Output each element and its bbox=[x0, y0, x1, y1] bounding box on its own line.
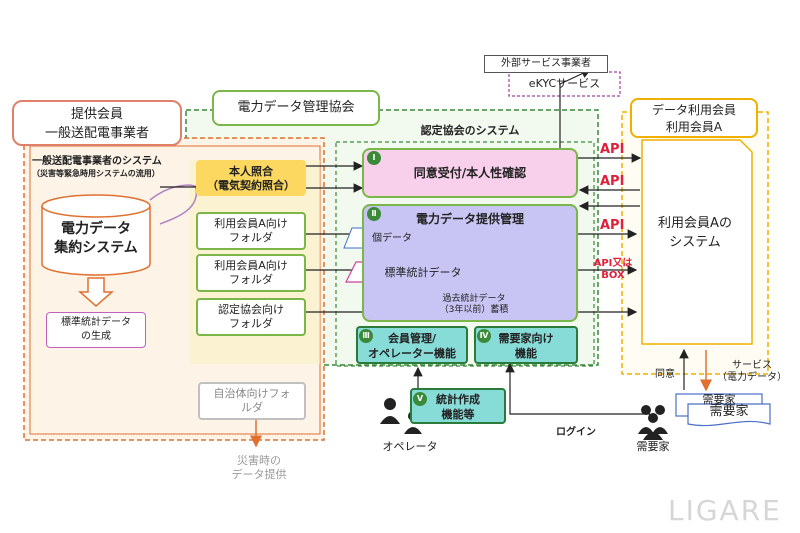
consumer-card-front-label: 需要家 bbox=[709, 404, 749, 419]
member-mgmt-line2: オペレーター機能 bbox=[368, 347, 456, 360]
folder-identity-line2: （電気契約照合） bbox=[207, 179, 295, 192]
api-or-box-line1: API又は bbox=[593, 258, 633, 269]
supplier-system-line2: （災害等緊急時用システムの流用） bbox=[32, 169, 160, 178]
past-data-label: 過去統計データ （3年以前）蓄積 bbox=[404, 294, 544, 316]
supplier-system-line1: 一般送配電事業者のシステム bbox=[32, 156, 162, 167]
disaster-line2: データ提供 bbox=[231, 468, 287, 481]
past-line2: （3年以前）蓄積 bbox=[439, 305, 509, 315]
supplier-title-line2: 一般送配電事業者 bbox=[44, 126, 149, 141]
roman-3: Ⅲ bbox=[359, 329, 373, 343]
association-system-frame bbox=[335, 141, 595, 367]
roman-4: Ⅳ bbox=[477, 329, 491, 343]
external-vendor-label: 外部サービス事業者 bbox=[484, 55, 608, 73]
roman-1: Ⅰ bbox=[367, 151, 381, 165]
consent-box: 同意受付/本人性確認 bbox=[362, 148, 578, 198]
folder-association: 認定協会向け フォルダ bbox=[196, 298, 306, 336]
user-system-label: 利用会員Aの システム bbox=[642, 214, 748, 252]
folder-local-gov: 自治体向けフォ ルダ bbox=[198, 382, 306, 420]
folder-member-a-1: 利用会員A向け フォルダ bbox=[196, 212, 306, 250]
consumer-func-line1: 需要家向け bbox=[498, 332, 554, 345]
consumer-label: 需要家 bbox=[636, 440, 670, 453]
operator-label: オペレータ bbox=[382, 440, 438, 453]
service-line2: （電力データ） bbox=[717, 372, 787, 383]
down-arrow-icon bbox=[78, 277, 114, 307]
consent-text: 同意受付/本人性確認 bbox=[413, 166, 527, 180]
user-title-line2: 利用会員A bbox=[665, 120, 723, 134]
external-vendor-text: 外部サービス事業者 bbox=[501, 58, 591, 69]
individual-data-label: 個データ bbox=[372, 233, 412, 244]
people-icon bbox=[638, 405, 668, 440]
service-label: サービス （電力データ） bbox=[712, 360, 792, 384]
api-label-2: API bbox=[600, 174, 625, 189]
ekyc-label: eKYCサービス bbox=[528, 77, 601, 90]
user-system-doc bbox=[641, 139, 753, 345]
association-system-title: 認定協会のシステム bbox=[420, 124, 520, 137]
user-title-line1: データ利用会員 bbox=[651, 103, 736, 117]
folder-assoc-line1: 認定協会向け bbox=[218, 303, 284, 316]
folder-assoc-line2: フォルダ bbox=[229, 317, 273, 330]
folder-a2-line1: 利用会員A向け bbox=[214, 259, 288, 272]
roman-5: Ⅴ bbox=[413, 392, 427, 406]
consumer-card-front bbox=[687, 403, 771, 427]
user-system-line2: システム bbox=[669, 235, 721, 250]
folder-member-a-2: 利用会員A向け フォルダ bbox=[196, 254, 306, 292]
standard-data-label: 標準統計データ bbox=[384, 266, 462, 279]
folder-a1-line2: フォルダ bbox=[229, 231, 273, 244]
folder-a1-line1: 利用会員A向け bbox=[214, 217, 288, 230]
stats-line1: 統計作成 bbox=[436, 393, 480, 406]
watermark: LIGARE bbox=[668, 494, 782, 527]
member-mgmt-box: 会員管理/ オペレーター機能 bbox=[356, 326, 468, 364]
provision-box: 電力データ提供管理 bbox=[362, 204, 578, 322]
folder-a2-line2: フォルダ bbox=[229, 273, 273, 286]
api-or-box-label: API又は BOX bbox=[586, 258, 640, 282]
disaster-line1: 災害時の bbox=[237, 454, 281, 467]
consent-label: 同意 bbox=[655, 369, 675, 380]
stats-box: 統計作成 機能等 bbox=[410, 388, 506, 424]
user-title: データ利用会員 利用会員A bbox=[630, 98, 758, 138]
user-system-line1: 利用会員Aの bbox=[658, 216, 732, 231]
association-title: 電力データ管理協会 bbox=[212, 90, 380, 126]
ekyc-frame bbox=[508, 71, 621, 97]
disaster-label: 災害時の データ提供 bbox=[214, 454, 304, 482]
roman-2: Ⅱ bbox=[367, 207, 381, 221]
supplier-title-line1: 提供会員 bbox=[70, 107, 123, 122]
database-icon bbox=[41, 194, 151, 276]
consumer-func-box: 需要家向け 機能 bbox=[474, 326, 578, 364]
api-or-box-line2: BOX bbox=[601, 270, 625, 281]
std-stats-line1: 標準統計データ bbox=[61, 317, 131, 328]
folder-identity-line1: 本人照合 bbox=[229, 165, 273, 178]
api-label-1: API bbox=[600, 142, 625, 157]
folder-identity: 本人照合 （電気契約照合） bbox=[196, 160, 306, 196]
association-title-text: 電力データ管理協会 bbox=[237, 100, 355, 115]
past-line1: 過去統計データ bbox=[442, 294, 506, 304]
supplier-system-label: 一般送配電事業者のシステム （災害等緊急時用システムの流用） bbox=[32, 156, 202, 179]
api-label-3: API bbox=[600, 218, 625, 233]
consumer-func-line2: 機能 bbox=[515, 347, 537, 360]
consumer-card-back-label: 需要家 bbox=[702, 393, 736, 406]
folder-local-line1: 自治体向けフォ bbox=[213, 387, 291, 400]
database-line1: 電力データ bbox=[61, 221, 131, 237]
supplier-title: 提供会員 一般送配電事業者 bbox=[12, 100, 182, 146]
database-label: 電力データ 集約システム bbox=[42, 220, 150, 258]
member-mgmt-line1: 会員管理/ bbox=[387, 332, 437, 345]
provision-text: 電力データ提供管理 bbox=[415, 212, 524, 226]
database-line2: 集約システム bbox=[54, 240, 138, 256]
service-line1: サービス bbox=[732, 360, 772, 371]
std-stats-box: 標準統計データ の生成 bbox=[46, 312, 146, 348]
stats-line2: 機能等 bbox=[441, 408, 475, 421]
folder-local-line2: ルダ bbox=[241, 401, 263, 414]
std-stats-line2: の生成 bbox=[81, 331, 111, 342]
login-label: ログイン bbox=[556, 427, 596, 438]
